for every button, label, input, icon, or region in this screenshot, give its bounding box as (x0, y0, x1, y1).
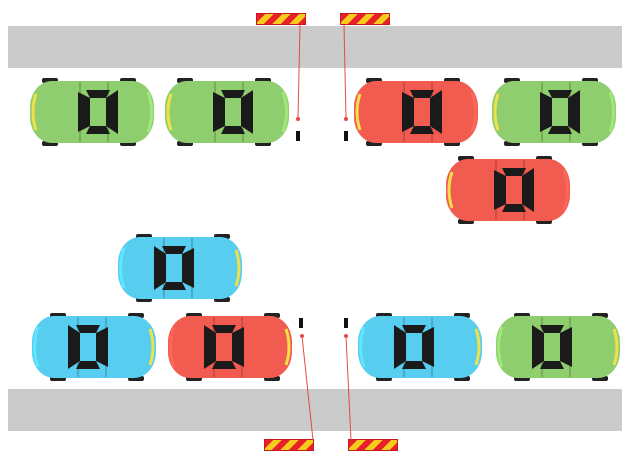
bottom-right-barrier (348, 439, 398, 451)
bottom-left-gate-stub (299, 318, 303, 328)
bottom-left-gate-post (300, 334, 304, 338)
top-left-gate-post (296, 117, 300, 121)
car-top-2[interactable] (163, 78, 291, 146)
top-right-gate-stub (344, 131, 348, 141)
car-bottom-1[interactable] (30, 313, 158, 381)
car-bottom-2[interactable] (166, 313, 294, 381)
top-road (8, 26, 622, 68)
top-right-barrier (340, 13, 390, 25)
bottom-right-gate-post (344, 334, 348, 338)
bottom-right-gate-stub (344, 318, 348, 328)
car-bottom-4[interactable] (494, 313, 622, 381)
car-top-1[interactable] (28, 78, 156, 146)
car-top-3[interactable] (352, 78, 480, 146)
top-left-gate-stub (296, 131, 300, 141)
car-bottom-3[interactable] (356, 313, 484, 381)
top-right-gate-post (344, 117, 348, 121)
bottom-road (8, 389, 622, 431)
car-mid-left[interactable] (116, 234, 244, 302)
bottom-left-barrier (264, 439, 314, 451)
car-mid-right[interactable] (444, 156, 572, 224)
car-top-4[interactable] (490, 78, 618, 146)
top-left-barrier (256, 13, 306, 25)
